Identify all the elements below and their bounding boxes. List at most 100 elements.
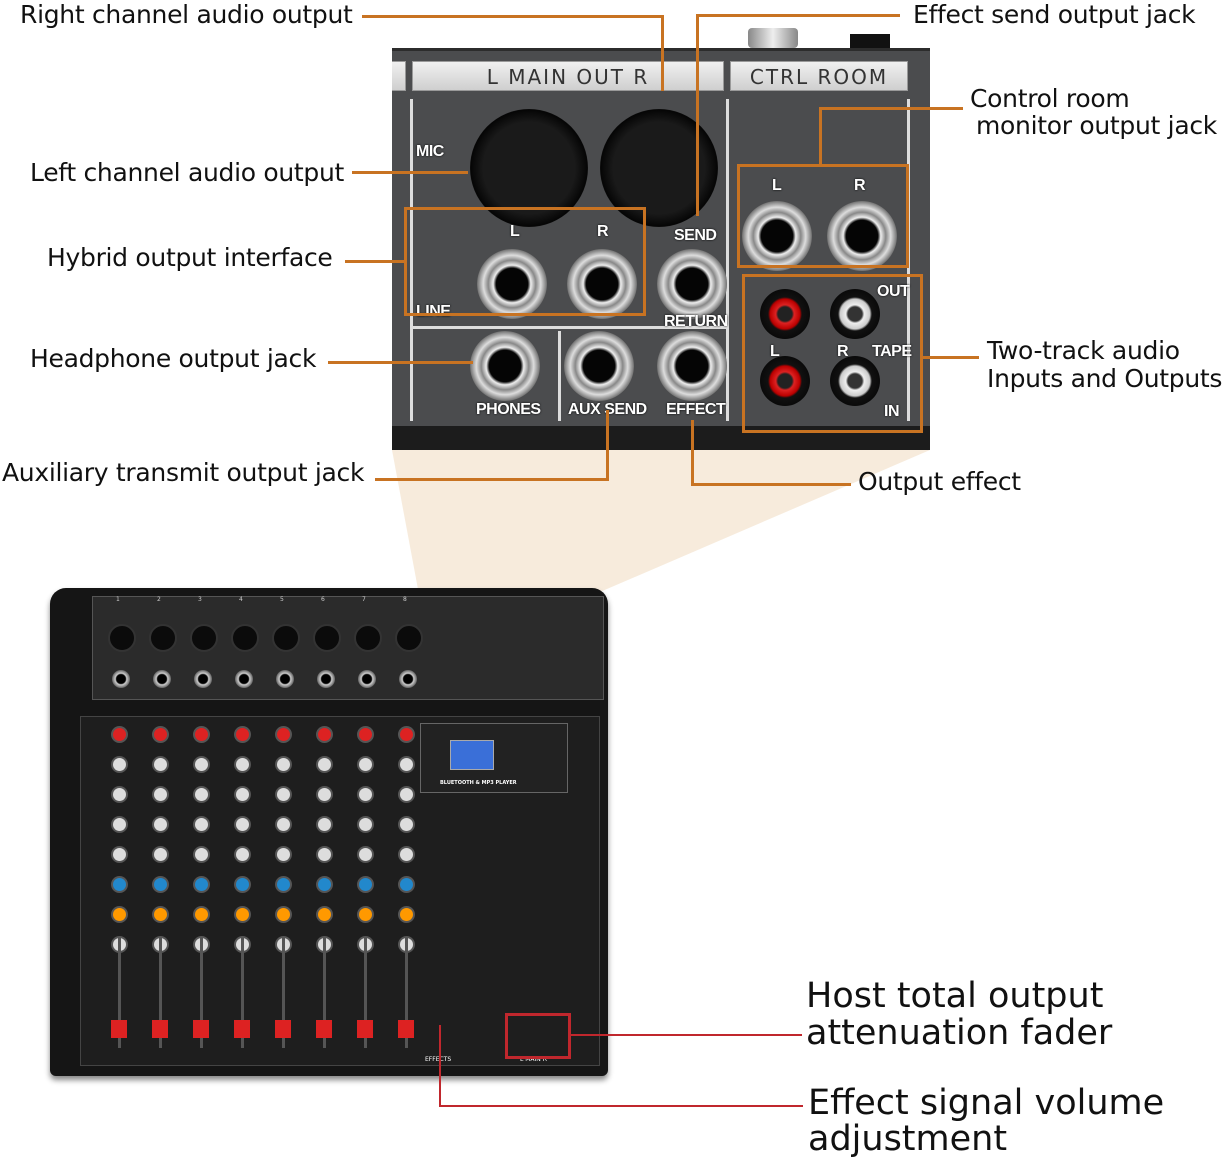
channel-xlr-jack[interactable] xyxy=(354,624,382,652)
auxiliary-callout: Auxiliary transmit output jack xyxy=(2,458,365,487)
channel-knob[interactable] xyxy=(400,818,413,831)
two-track-callout-2: Inputs and Outputs xyxy=(987,364,1223,393)
channel-knob[interactable] xyxy=(359,908,372,921)
channel-knob[interactable] xyxy=(195,758,208,771)
channel-knob[interactable] xyxy=(113,848,126,861)
channel-knob[interactable] xyxy=(359,788,372,801)
tape-r-label: R xyxy=(837,343,849,360)
channel-knob[interactable] xyxy=(277,878,290,891)
ctrl-room-right-jack[interactable] xyxy=(827,201,897,271)
channel-knob[interactable] xyxy=(277,848,290,861)
channel-knob[interactable] xyxy=(359,818,372,831)
channel-fader[interactable] xyxy=(316,1020,332,1038)
channel-knob[interactable] xyxy=(400,848,413,861)
channel-knob[interactable] xyxy=(277,908,290,921)
channel-knob[interactable] xyxy=(236,818,249,831)
channel-xlr-jack[interactable] xyxy=(395,624,423,652)
channel-knob[interactable] xyxy=(195,728,208,741)
channel-knob[interactable] xyxy=(154,848,167,861)
channel-line-jack[interactable] xyxy=(235,670,253,688)
channel-knob[interactable] xyxy=(400,878,413,891)
channel-knob[interactable] xyxy=(195,878,208,891)
main-fader-label: L MAIN R xyxy=(520,1056,547,1063)
channel-xlr-jack[interactable] xyxy=(272,624,300,652)
send-return-jack[interactable] xyxy=(657,249,727,319)
channel-knob[interactable] xyxy=(113,908,126,921)
channel-knob[interactable] xyxy=(195,908,208,921)
tape-out-right-rca[interactable] xyxy=(830,289,880,339)
channel-knob[interactable] xyxy=(359,878,372,891)
channel-knob[interactable] xyxy=(236,878,249,891)
channel-knob[interactable] xyxy=(277,818,290,831)
channel-knob[interactable] xyxy=(400,908,413,921)
channel-knob[interactable] xyxy=(236,788,249,801)
channel-line-jack[interactable] xyxy=(112,670,130,688)
tape-out-left-rca[interactable] xyxy=(760,289,810,339)
channel-knob[interactable] xyxy=(318,728,331,741)
channel-fader[interactable] xyxy=(398,1020,414,1038)
channel-knob[interactable] xyxy=(236,848,249,861)
channel-knob[interactable] xyxy=(154,788,167,801)
channel-knob[interactable] xyxy=(318,878,331,891)
channel-knob[interactable] xyxy=(236,758,249,771)
channel-fader[interactable] xyxy=(111,1020,127,1038)
channel-knob[interactable] xyxy=(195,788,208,801)
ctrl-room-left-jack[interactable] xyxy=(742,201,812,271)
channel-knob[interactable] xyxy=(113,758,126,771)
channel-xlr-jack[interactable] xyxy=(149,624,177,652)
tape-in-right-rca[interactable] xyxy=(830,356,880,406)
channel-knob[interactable] xyxy=(195,848,208,861)
channel-knob[interactable] xyxy=(277,758,290,771)
tape-l-label: L xyxy=(770,343,780,360)
channel-fader[interactable] xyxy=(234,1020,250,1038)
channel-xlr-jack[interactable] xyxy=(190,624,218,652)
channel-knob[interactable] xyxy=(318,848,331,861)
channel-knob[interactable] xyxy=(154,758,167,771)
channel-knob[interactable] xyxy=(236,908,249,921)
channel-knob[interactable] xyxy=(113,728,126,741)
channel-knob[interactable] xyxy=(195,818,208,831)
channel-fader[interactable] xyxy=(152,1020,168,1038)
channel-xlr-jack[interactable] xyxy=(313,624,341,652)
channel-line-jack[interactable] xyxy=(399,670,417,688)
channel-line-jack[interactable] xyxy=(194,670,212,688)
tape-in-left-rca[interactable] xyxy=(760,356,810,406)
channel-xlr-jack[interactable] xyxy=(231,624,259,652)
channel-knob[interactable] xyxy=(318,788,331,801)
channel-knob[interactable] xyxy=(318,758,331,771)
line-left-jack[interactable] xyxy=(477,249,547,319)
channel-knob[interactable] xyxy=(154,878,167,891)
channel-knob[interactable] xyxy=(277,788,290,801)
aux-send-jack[interactable] xyxy=(564,331,634,401)
ctrl-room-header: CTRL ROOM xyxy=(730,61,908,91)
channel-knob[interactable] xyxy=(359,848,372,861)
channel-line-jack[interactable] xyxy=(358,670,376,688)
channel-fader[interactable] xyxy=(275,1020,291,1038)
channel-knob[interactable] xyxy=(318,818,331,831)
channel-line-jack[interactable] xyxy=(153,670,171,688)
channel-knob[interactable] xyxy=(154,908,167,921)
channel-knob[interactable] xyxy=(277,728,290,741)
effect-jack[interactable] xyxy=(657,331,727,401)
channel-knob[interactable] xyxy=(359,728,372,741)
channel-knob[interactable] xyxy=(359,758,372,771)
channel-knob[interactable] xyxy=(400,758,413,771)
line-right-jack[interactable] xyxy=(567,249,637,319)
channel-knob[interactable] xyxy=(154,728,167,741)
channel-number: 4 xyxy=(239,596,243,603)
phones-jack[interactable] xyxy=(470,331,540,401)
channel-knob[interactable] xyxy=(236,728,249,741)
channel-knob[interactable] xyxy=(154,818,167,831)
channel-fader[interactable] xyxy=(357,1020,373,1038)
channel-line-jack[interactable] xyxy=(317,670,335,688)
channel-knob[interactable] xyxy=(318,908,331,921)
channel-line-jack[interactable] xyxy=(276,670,294,688)
channel-fader[interactable] xyxy=(193,1020,209,1038)
channel-knob[interactable] xyxy=(113,878,126,891)
channel-xlr-jack[interactable] xyxy=(108,624,136,652)
channel-knob[interactable] xyxy=(400,728,413,741)
channel-knob[interactable] xyxy=(113,818,126,831)
effect-send-callout: Effect send output jack xyxy=(913,0,1196,29)
channel-knob[interactable] xyxy=(113,788,126,801)
channel-knob[interactable] xyxy=(400,788,413,801)
